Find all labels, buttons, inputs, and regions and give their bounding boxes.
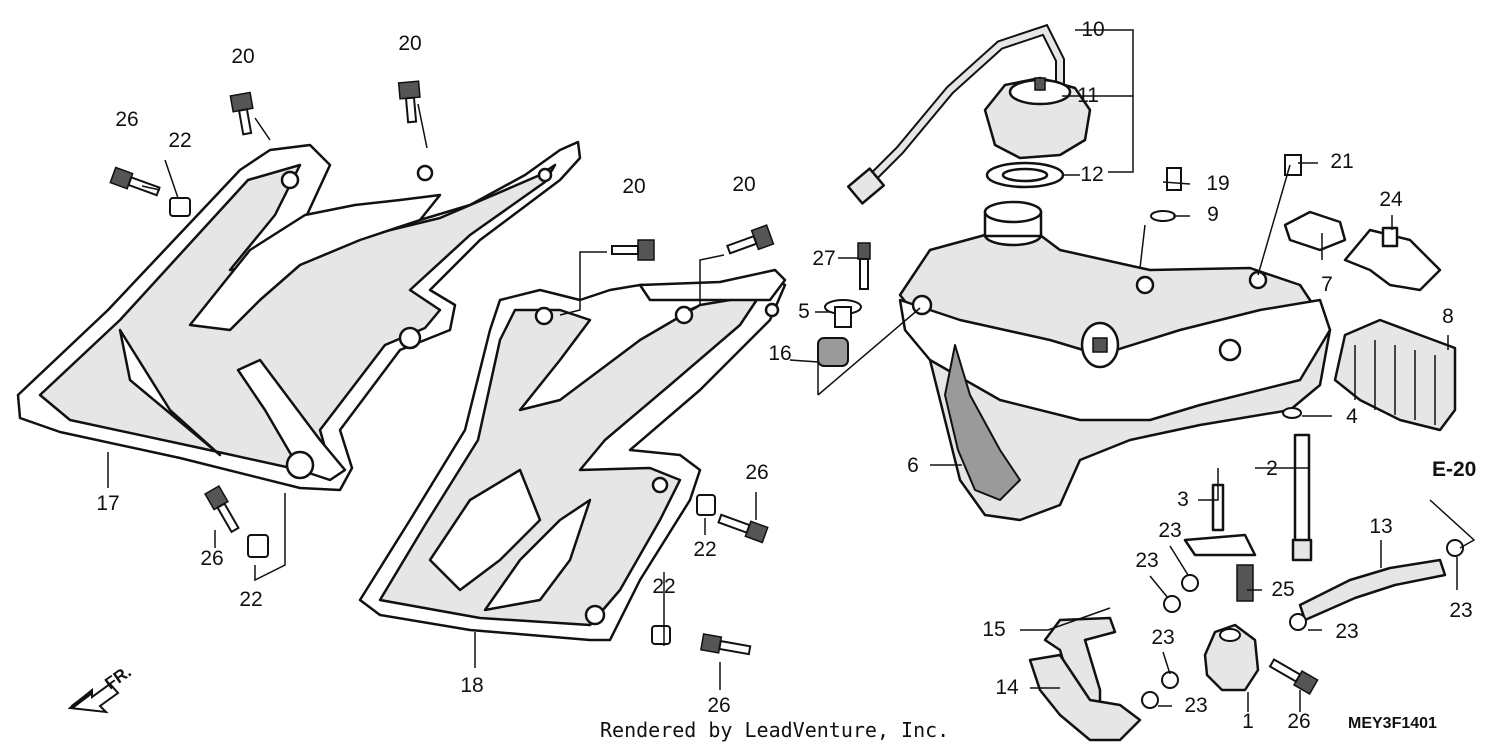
callout-c27: 27 <box>812 247 835 270</box>
diagram-code: MEY3F1401 <box>1348 715 1437 732</box>
callout-c26b: 26 <box>200 547 223 570</box>
callout-c22d: 22 <box>652 575 675 598</box>
right-shroud <box>358 268 787 642</box>
callout-c26e: 26 <box>1287 710 1310 733</box>
callout-c23c: 23 <box>1151 626 1174 649</box>
fuel-cap-assembly <box>846 23 1092 205</box>
hose-clamps <box>1141 539 1464 709</box>
callout-c22b: 22 <box>239 588 262 611</box>
callout-c17: 17 <box>96 492 119 515</box>
tank-brackets <box>1283 210 1457 432</box>
callout-c13: 13 <box>1369 515 1392 538</box>
callout-c12: 12 <box>1080 163 1103 186</box>
callout-c9: 9 <box>1207 203 1219 226</box>
callout-c26a: 26 <box>115 108 138 131</box>
callout-c20c: 20 <box>622 175 645 198</box>
callout-c10: 10 <box>1081 18 1104 41</box>
callout-c15: 15 <box>982 618 1005 641</box>
callout-c26c: 26 <box>745 461 768 484</box>
front-direction-arrow: FR. <box>67 662 135 714</box>
callout-c8: 8 <box>1442 305 1454 328</box>
callout-c21: 21 <box>1330 150 1353 173</box>
callout-c20b: 20 <box>398 32 421 55</box>
callout-c24: 24 <box>1379 188 1403 211</box>
callout-c4: 4 <box>1346 405 1358 428</box>
callout-c7: 7 <box>1321 273 1333 296</box>
callout-c5: 5 <box>798 300 810 323</box>
fuel-valve-and-hoses <box>1028 433 1464 742</box>
callout-c23d: 23 <box>1184 694 1207 717</box>
callout-c14: 14 <box>995 676 1019 699</box>
callout-c26d: 26 <box>707 694 730 717</box>
credit-text: Rendered by LeadVenture, Inc. <box>600 718 949 742</box>
callout-c25: 25 <box>1271 578 1294 601</box>
callout-c2: 2 <box>1266 457 1278 480</box>
left-shroud <box>16 140 582 492</box>
reference-label: E-20 <box>1432 458 1476 481</box>
callout-c23b: 23 <box>1135 549 1158 572</box>
callout-c20a: 20 <box>231 45 254 68</box>
callout-c6: 6 <box>907 454 919 477</box>
leader-lines <box>107 29 1476 712</box>
callout-c16: 16 <box>768 342 791 365</box>
callout-c23f: 23 <box>1449 599 1472 622</box>
callout-c23e: 23 <box>1335 620 1358 643</box>
callout-c22c: 22 <box>693 538 716 561</box>
callout-c18: 18 <box>460 674 483 697</box>
fuel-tank <box>898 200 1332 522</box>
callout-c20d: 20 <box>732 173 755 196</box>
callout-c3: 3 <box>1177 488 1189 511</box>
callout-c19: 19 <box>1206 172 1229 195</box>
callout-c1: 1 <box>1242 710 1254 733</box>
callout-c23a: 23 <box>1158 519 1181 542</box>
callout-c22a: 22 <box>168 129 191 152</box>
callout-c11: 11 <box>1077 84 1099 107</box>
